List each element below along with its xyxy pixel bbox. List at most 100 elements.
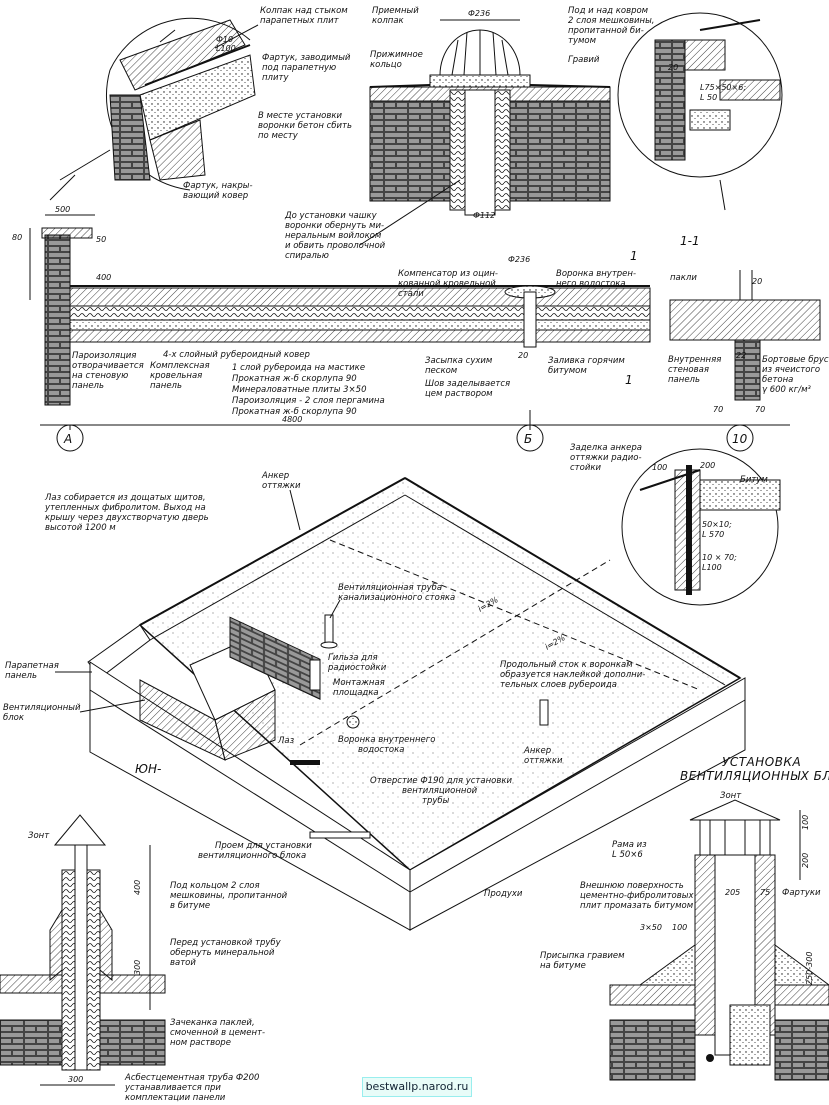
label: плит промазать битумом: [580, 901, 694, 911]
label: смоченной в цемент-: [170, 1028, 265, 1038]
dim: 3×50: [640, 923, 662, 932]
label: Продольный сток к воронкам: [500, 660, 633, 670]
label: Гравий: [568, 55, 600, 65]
label: Фартуки: [782, 888, 821, 898]
section-title: ВЕНТИЛЯЦИОННЫХ БЛОКОВ: [680, 769, 829, 783]
label: спиралью: [285, 251, 329, 261]
dim: 300: [68, 1075, 83, 1084]
label: кольцо: [370, 60, 402, 70]
axis-label: Б: [524, 432, 532, 446]
label: неральным войлоком: [285, 231, 382, 241]
label: Проем для установки: [215, 841, 312, 851]
label: Присыпка гравием: [540, 951, 625, 961]
label: вающий ковер: [183, 191, 248, 201]
label: Под кольцом 2 слоя: [170, 881, 260, 891]
label: оттяжки радио-: [570, 453, 642, 463]
label: оттяжки: [262, 481, 301, 491]
dim: 22: [736, 351, 746, 360]
label: Перед установкой трубу: [170, 938, 282, 948]
label: из ячеистого: [762, 365, 820, 375]
label: и обвить проволочной: [285, 241, 386, 251]
dim: 70: [713, 405, 723, 414]
label: Прокатная ж-б скорлупа 90: [232, 407, 357, 417]
dim: L100: [702, 563, 722, 572]
dim: 20: [668, 63, 678, 72]
dim: L100: [216, 44, 236, 53]
label: пропитанной би-: [568, 26, 644, 36]
detail-anchor: [621, 448, 781, 606]
label: трубы: [422, 796, 450, 806]
label: ном растворе: [170, 1038, 231, 1048]
label: Внешнюю поверхность: [580, 881, 684, 891]
label: Вентиляционная труба: [338, 583, 442, 593]
label: Фартук, накры-: [183, 181, 253, 191]
label: устанавливается при: [124, 1083, 221, 1093]
label: Анкер: [261, 471, 289, 481]
detail-vent-block-right: [609, 799, 829, 1081]
label: пакли: [670, 273, 697, 283]
dim: 100: [652, 463, 667, 472]
dim: 80: [12, 233, 22, 242]
label: плиту: [262, 73, 289, 83]
label: Прижимное: [370, 50, 423, 60]
label: стали: [398, 289, 424, 299]
label: комплектации панели: [125, 1093, 226, 1103]
dim: 20: [518, 351, 528, 360]
label: панель: [668, 375, 700, 385]
dim: 70: [755, 405, 765, 414]
label: высотой 1200 м: [45, 523, 116, 533]
label: Битум: [740, 475, 768, 485]
section-title: УСТАНОВКА: [722, 755, 801, 769]
label: Заделка анкера: [570, 443, 642, 453]
label: Зачеканка паклей,: [170, 1018, 255, 1028]
label: Пароизоляция: [72, 351, 136, 361]
watermark[interactable]: bestwallp.narod.ru: [362, 1077, 472, 1097]
dim: 10 × 70;: [702, 553, 737, 562]
label: Фартук, заводимый: [262, 53, 351, 63]
detail-roof-drain: [369, 29, 611, 216]
label: Зонт: [720, 791, 742, 801]
dim: 300: [133, 960, 142, 975]
dim: 50×10;: [702, 520, 732, 529]
label: вентиляционного блока: [198, 851, 306, 861]
label: Гильза для: [328, 653, 378, 663]
label: воронки бетон сбить: [258, 121, 352, 131]
dim: Ф112: [473, 211, 495, 220]
dim: 75: [760, 888, 770, 897]
dim: 400: [133, 880, 142, 895]
label: Колпак над стыком: [260, 6, 348, 16]
dim: 250-300: [805, 952, 814, 985]
label: бетона: [762, 375, 793, 385]
axis-marker: [516, 424, 544, 452]
label: него водостока: [556, 279, 626, 289]
axis-marker: [56, 424, 84, 452]
label: отворачивается: [72, 361, 144, 371]
dim: L 570: [702, 530, 724, 539]
label: Лаз: [277, 736, 295, 746]
label: оттяжки: [524, 756, 563, 766]
dim: Ф236: [508, 255, 530, 264]
label: кованной кровельной: [398, 279, 496, 289]
label: Комплексная: [150, 361, 210, 371]
detail-parapet-cap: [49, 17, 256, 201]
dim: 100: [672, 923, 687, 932]
section-mark: 1: [630, 249, 638, 263]
label: В месте установки: [258, 111, 342, 121]
label: 1 слой рубероида на мастике: [232, 363, 365, 373]
label: парапетных плит: [260, 16, 340, 26]
dim: 205: [725, 888, 740, 897]
label: панель: [72, 381, 104, 391]
label: Воронка внутрен-: [556, 269, 636, 279]
label: Отверстие Ф190 для установки: [370, 776, 512, 786]
label: радиостойки: [327, 663, 387, 673]
dim: Ф10: [216, 35, 233, 44]
label: крышу через двухстворчатую дверь: [45, 513, 209, 523]
label: кровельная: [150, 371, 202, 381]
label: Воронка внутреннего: [338, 735, 435, 745]
dim: 200: [700, 461, 715, 470]
dim: 500: [55, 205, 70, 214]
label: образуется наклейкой дополни-: [500, 670, 645, 680]
detail-vent-pipe-left: [0, 814, 166, 1086]
dim: 100: [801, 815, 810, 830]
label: Пароизоляция - 2 слоя пергамина: [232, 396, 385, 406]
